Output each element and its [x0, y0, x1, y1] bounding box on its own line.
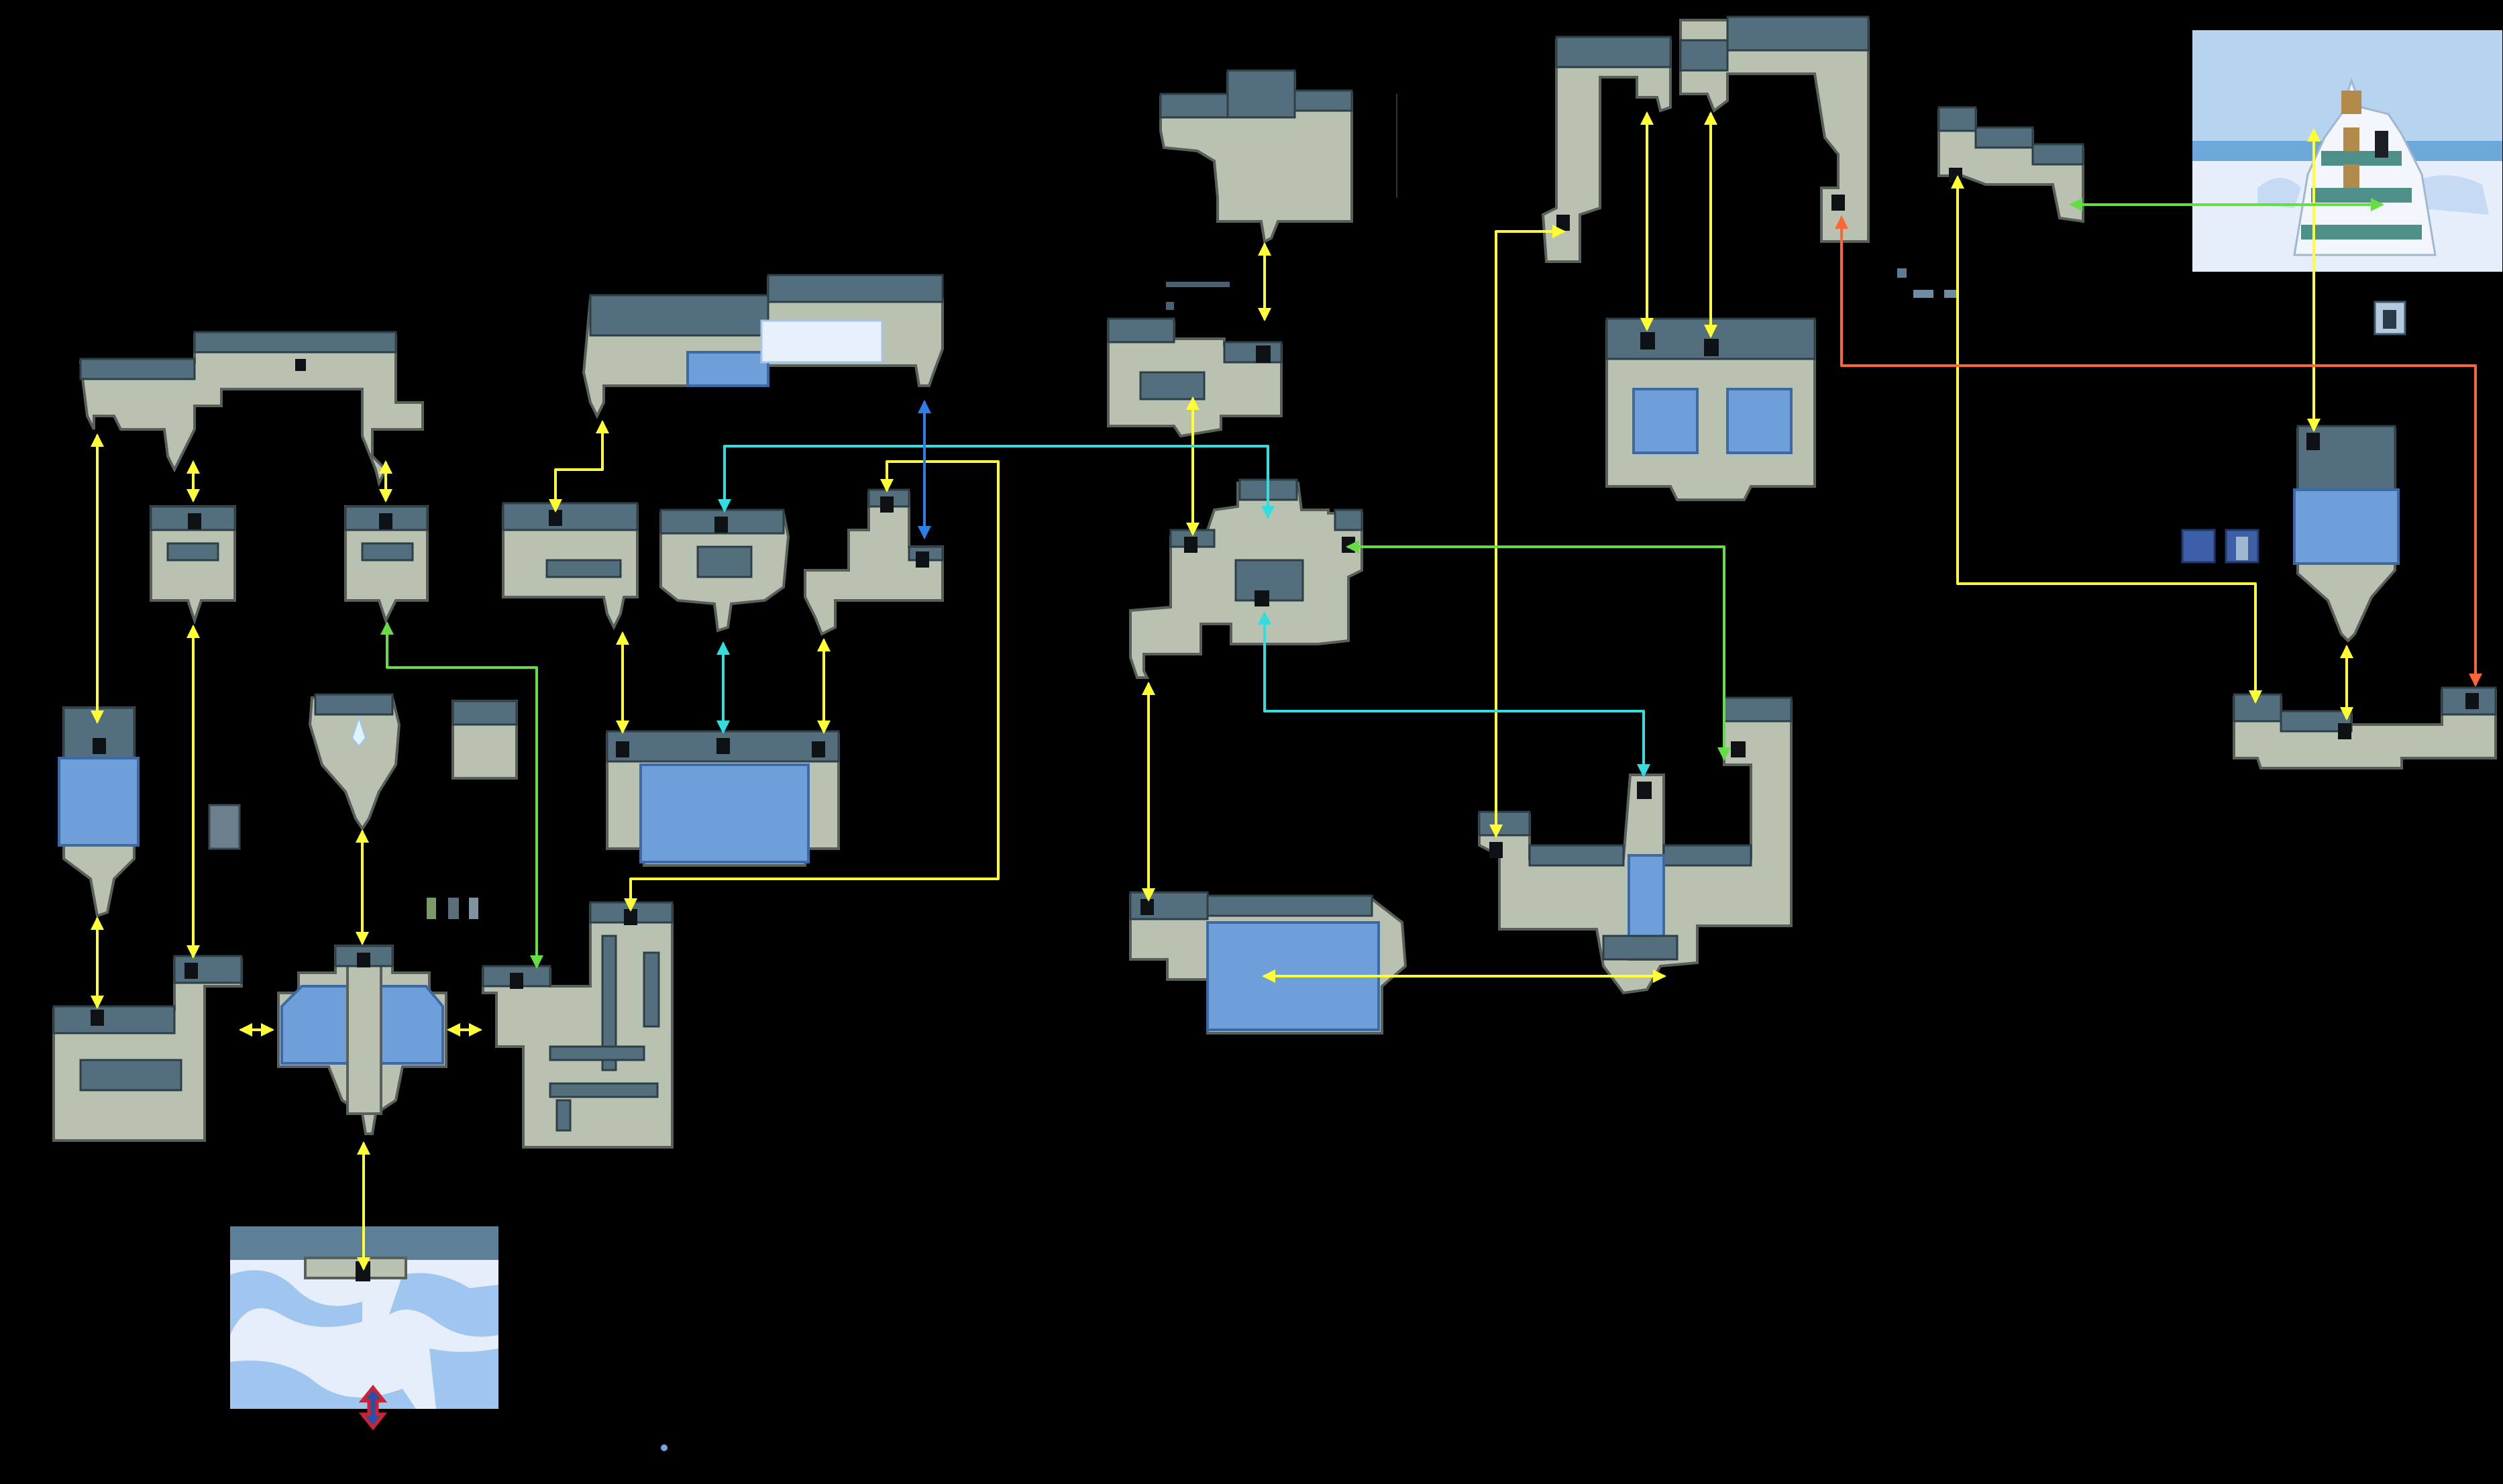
room-crystal-round — [308, 693, 401, 831]
room-left-small-a — [150, 505, 236, 625]
room-ice-pool — [606, 730, 840, 867]
room-bottom-left — [52, 955, 243, 1142]
link-orange — [1835, 215, 2482, 687]
room-left-small-b — [344, 505, 429, 625]
room-large-ice-floor — [1129, 891, 1407, 1035]
room-left-water-pillar — [58, 706, 140, 918]
room-waterfall-t — [1478, 696, 1793, 995]
room-top-left-corridor — [78, 331, 424, 487]
tile-stairs-small — [469, 898, 478, 919]
room-central-water-plaza — [277, 945, 447, 1135]
tile-door-icon-inner — [2383, 310, 2396, 329]
link-cyan — [718, 445, 1275, 519]
link-yellow — [624, 460, 1000, 912]
room-top-center — [1159, 69, 1353, 244]
room-loop — [1107, 317, 1283, 438]
room-central-hub — [1129, 478, 1363, 679]
room-top-right-small — [1937, 106, 2084, 223]
room-small-square — [451, 700, 518, 780]
link-green — [380, 621, 543, 969]
room-winding-corridor — [482, 901, 674, 1149]
link-cyan — [1258, 611, 1650, 778]
room-mid-c — [804, 488, 944, 636]
room-upper-ice-corridor — [582, 274, 944, 419]
link-yellow — [1489, 225, 1566, 838]
room-twin-pools — [1605, 317, 1816, 501]
connector-links — [91, 111, 2482, 1271]
room-u-corridor — [1541, 36, 1672, 263]
tile-green-small — [427, 898, 436, 919]
room-bottom-right-corridor — [2233, 686, 2497, 770]
link-green — [1346, 540, 1731, 761]
tile-tiny-a — [1897, 268, 1907, 278]
exit-marker — [358, 1384, 388, 1431]
room-right-water-pillar — [2293, 425, 2400, 643]
tile-snow-door — [208, 804, 241, 850]
room-u-corridor-right — [1679, 15, 1870, 243]
area-exterior-tower — [2192, 30, 2502, 272]
link-yellow — [549, 420, 609, 513]
tile-door-small — [448, 898, 459, 919]
tile-tiny-b — [1913, 290, 1933, 298]
tile-water-a — [2181, 529, 2216, 564]
tiny-tile-cluster — [1166, 282, 1230, 310]
room-mid-a — [502, 502, 639, 631]
room-mid-b — [659, 509, 790, 633]
tiny-marker-dot — [661, 1444, 668, 1451]
tile-water-b-door — [2236, 537, 2248, 560]
